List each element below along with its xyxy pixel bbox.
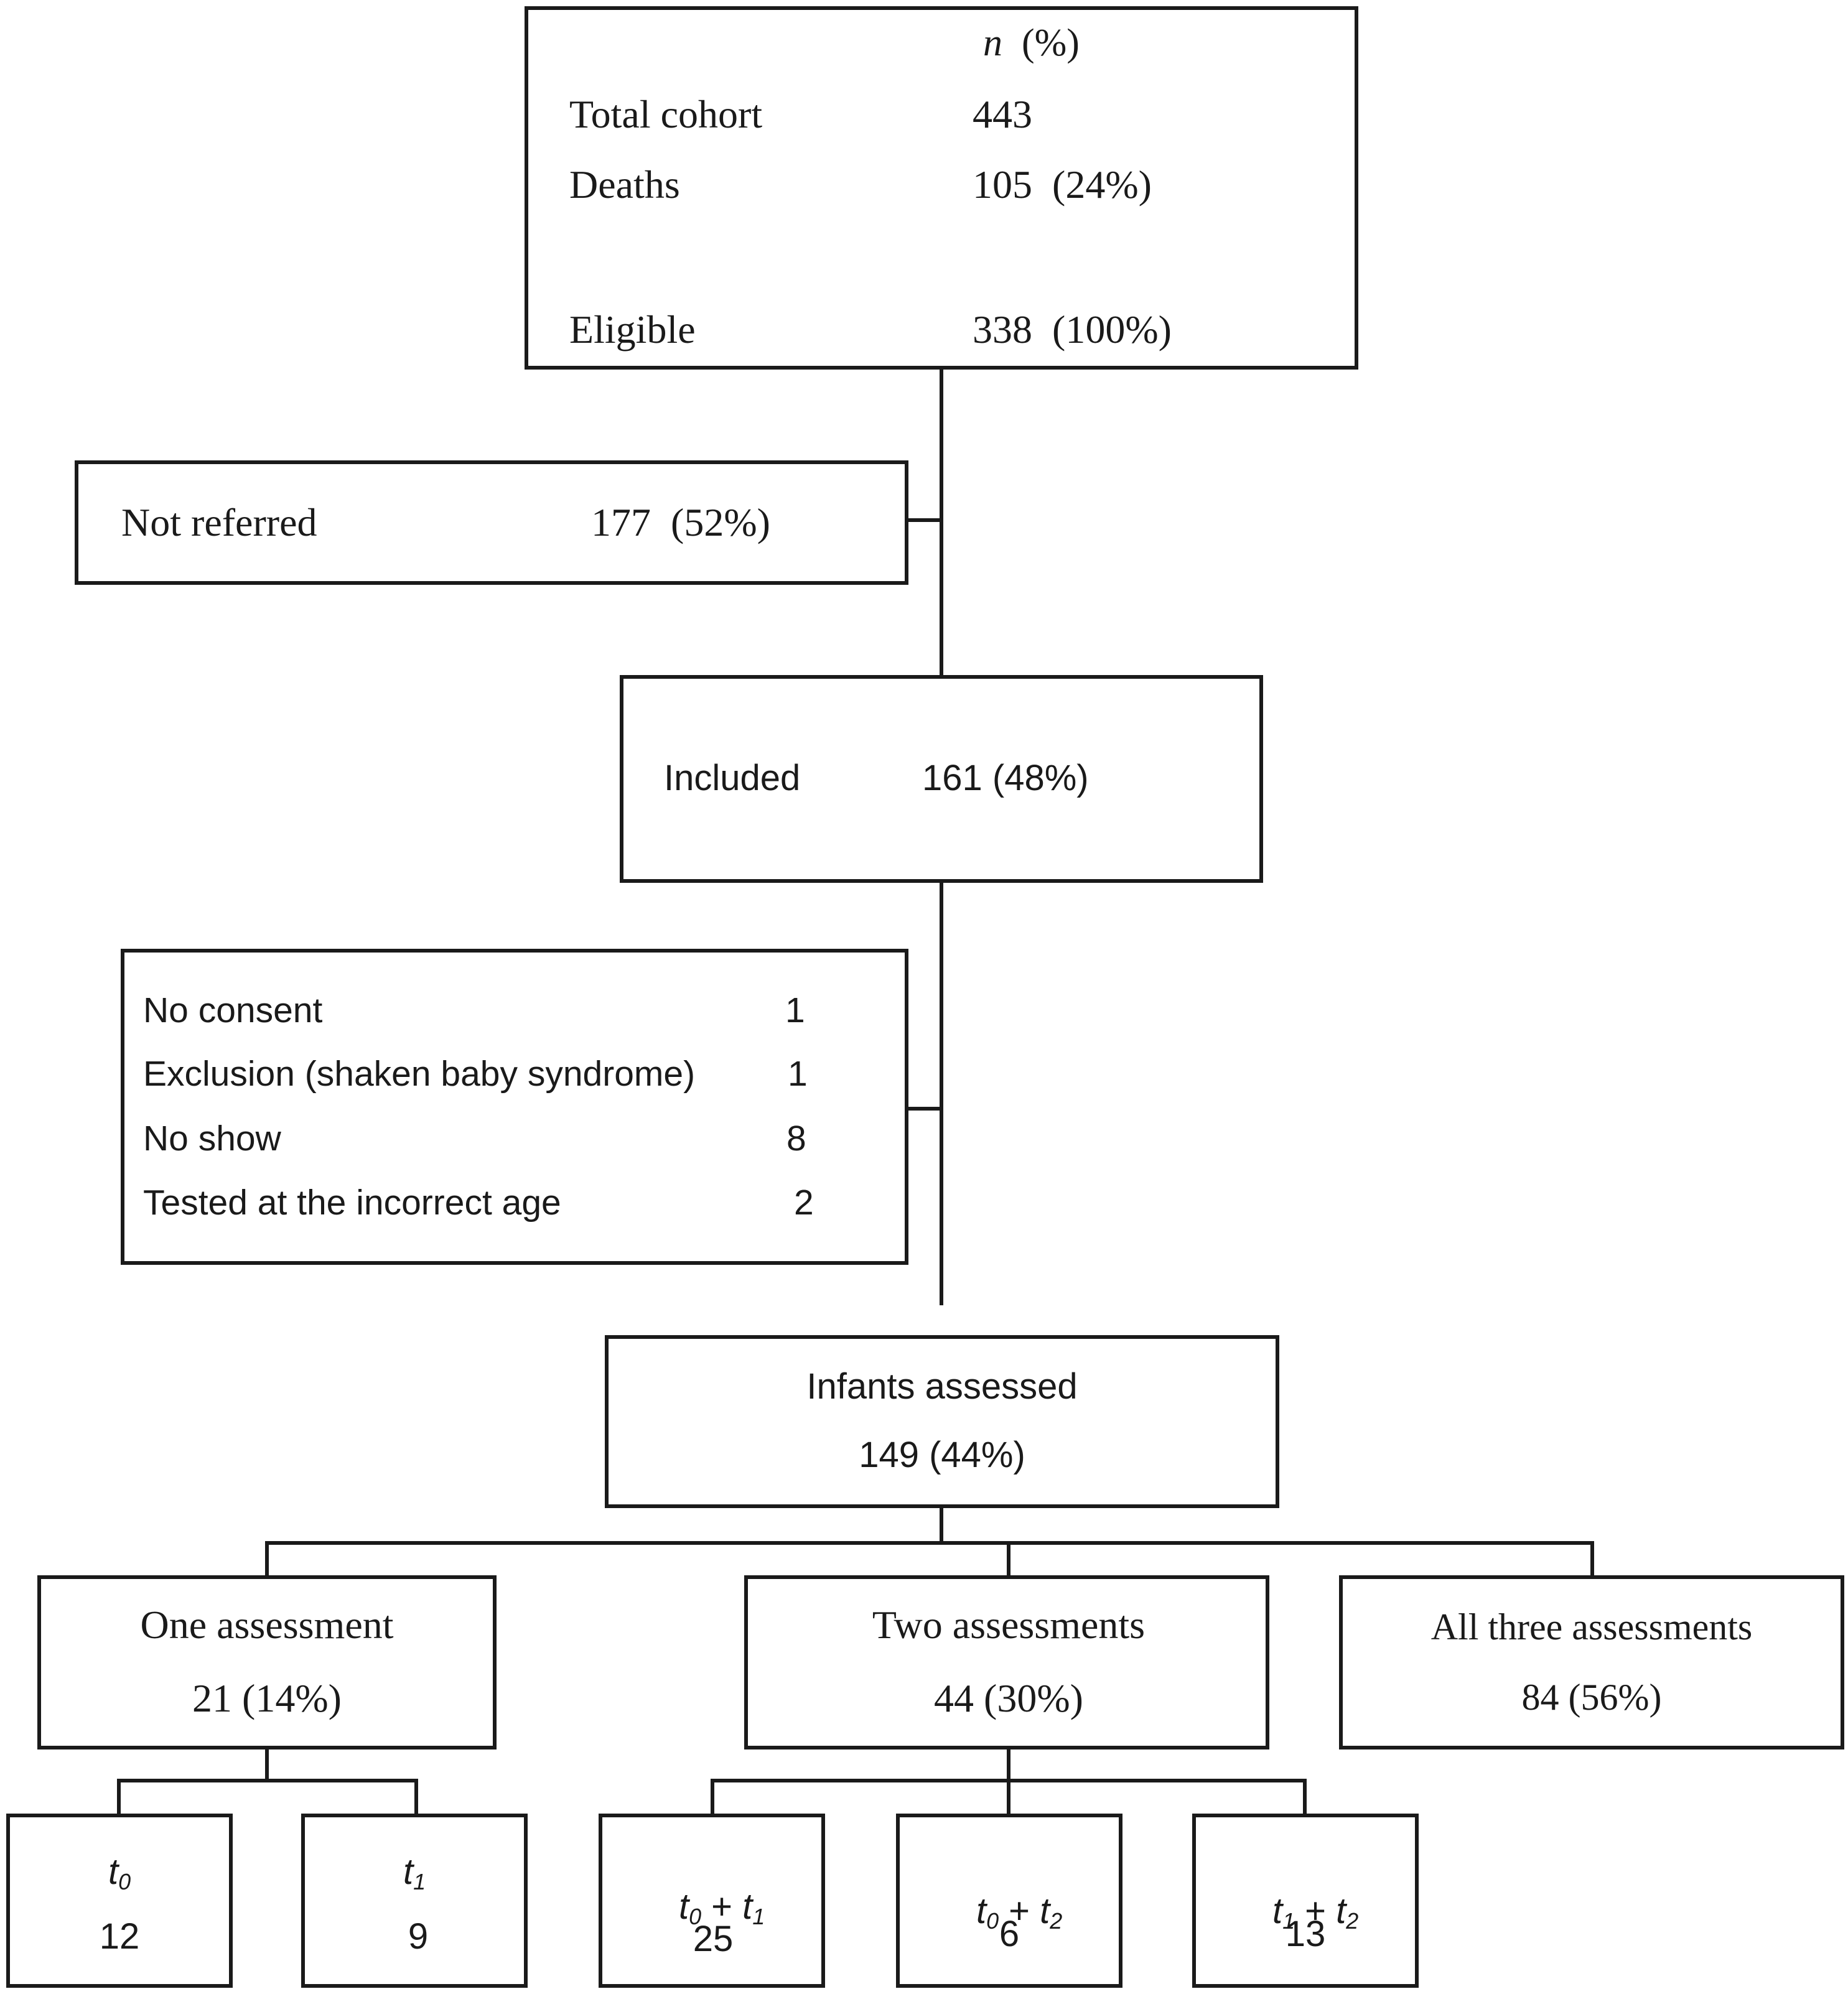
group-three-label: All three assessments xyxy=(1430,1606,1753,1647)
connector-two-horizontal xyxy=(711,1779,1307,1782)
included-label: Included xyxy=(664,758,801,798)
exclusion-label-no-consent: No consent xyxy=(143,990,323,1030)
group-three-value: 84 (56%) xyxy=(1521,1677,1662,1718)
connector-two-t1t2 xyxy=(1303,1779,1307,1816)
infants-assessed-value: 149 (44%) xyxy=(859,1435,1025,1475)
cohort-header: n (%) xyxy=(983,24,1080,62)
subgroup-t0-t1-value: 25 xyxy=(693,1919,734,1959)
cohort-box xyxy=(525,6,1358,370)
connector-group-three xyxy=(1590,1541,1594,1576)
total-cohort-label: Total cohort xyxy=(569,92,763,136)
subgroup-t1-t2-box xyxy=(1192,1814,1419,1988)
group-two-box xyxy=(744,1575,1269,1749)
total-cohort-value: 443 xyxy=(973,92,1032,136)
exclusions-box xyxy=(121,949,908,1265)
group-two-value: 44 (30%) xyxy=(934,1676,1083,1720)
subgroup-t0-value: 12 xyxy=(99,1916,140,1957)
connector-two-down xyxy=(1007,1747,1010,1818)
included-value: 161 (48%) xyxy=(922,758,1089,798)
group-one-label: One assessment xyxy=(140,1603,394,1647)
group-two-label: Two assessments xyxy=(872,1603,1146,1647)
group-one-value: 21 (14%) xyxy=(192,1676,342,1720)
infants-assessed-box xyxy=(605,1335,1279,1508)
connector-one-t0 xyxy=(117,1779,121,1816)
connector-group-one xyxy=(265,1541,269,1576)
subgroup-t0-t1-box xyxy=(599,1814,825,1988)
subgroup-t0-t1-label: t0 + t1 xyxy=(678,1886,765,1929)
subgroup-t1-t2-value: 13 xyxy=(1285,1914,1326,1954)
group-one-box xyxy=(37,1575,497,1749)
exclusion-label-shaken-baby: Exclusion (shaken baby syndrome) xyxy=(143,1054,696,1094)
exclusion-value-incorrect-age: 2 xyxy=(794,1183,814,1223)
not-referred-value: 177 (52%) xyxy=(591,500,770,544)
connector-two-t0t1 xyxy=(711,1779,714,1816)
not-referred-box xyxy=(75,460,908,585)
group-three-box xyxy=(1339,1575,1844,1749)
not-referred-label: Not referred xyxy=(121,500,317,544)
pct-header: (%) xyxy=(1022,22,1080,64)
eligible-value: 338 (100%) xyxy=(973,307,1172,352)
subgroup-t1-t2-label: t1 + t2 xyxy=(1272,1891,1359,1934)
deaths-label: Deaths xyxy=(569,162,680,207)
deaths-value: 105 (24%) xyxy=(973,162,1152,207)
eligible-label: Eligible xyxy=(569,307,696,352)
exclusion-label-no-show: No show xyxy=(143,1119,281,1158)
connector-groups-horizontal xyxy=(265,1541,1594,1545)
included-box xyxy=(620,675,1263,883)
subgroup-t1-value: 9 xyxy=(408,1916,429,1957)
exclusion-label-incorrect-age: Tested at the incorrect age xyxy=(143,1183,561,1223)
connector-group-two xyxy=(1007,1541,1010,1576)
subgroup-t0-t2-value: 6 xyxy=(999,1914,1020,1954)
connector-not-referred xyxy=(905,518,943,522)
subgroup-t0-label: t0 xyxy=(108,1852,131,1894)
subgroup-t0-t2-box xyxy=(896,1814,1122,1988)
subgroup-t0-box xyxy=(6,1814,233,1988)
connector-one-down xyxy=(265,1747,269,1782)
connector-one-t1 xyxy=(414,1779,418,1816)
subgroup-t0-t2-label: t0 + t2 xyxy=(976,1891,1063,1934)
connector-assessed-down xyxy=(940,1506,943,1543)
subgroup-t1-label: t1 xyxy=(403,1852,426,1894)
connector-one-horizontal xyxy=(117,1779,418,1782)
infants-assessed-label: Infants assessed xyxy=(806,1366,1078,1407)
exclusion-value-no-consent: 1 xyxy=(785,990,805,1030)
exclusion-value-no-show: 8 xyxy=(786,1119,806,1158)
n-header: n xyxy=(983,22,1002,64)
connector-exclusions xyxy=(905,1107,943,1111)
subgroup-t1-box xyxy=(301,1814,528,1988)
exclusion-value-shaken-baby: 1 xyxy=(788,1054,808,1094)
